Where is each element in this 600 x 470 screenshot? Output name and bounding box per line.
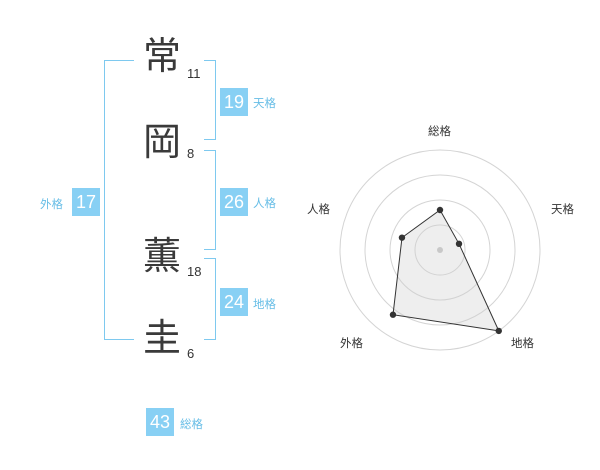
soukaku-value: 43 (146, 408, 174, 436)
radar-center-dot (437, 247, 443, 253)
name-char-1: 常 (142, 34, 181, 78)
name-char-3: 薫 (142, 234, 181, 278)
tenkaku-value: 19 (220, 88, 248, 116)
radar-axis-label-soukaku: 総格 (428, 124, 451, 138)
soukaku-label: 総格 (180, 417, 203, 431)
name-char-4: 圭 (142, 316, 181, 360)
chikaku-value: 24 (220, 288, 248, 316)
radar-point-4 (398, 234, 406, 241)
radar-point-3 (389, 311, 397, 318)
jinkaku-value: 26 (220, 188, 248, 216)
radar-ring (364, 174, 516, 326)
stroke-count-1: 11 (187, 66, 201, 81)
jinkaku-bracket (204, 150, 216, 250)
chikaku-bracket (204, 258, 216, 340)
radar-axis-label-chikaku: 地格 (511, 336, 534, 350)
stroke-count-3: 18 (187, 264, 202, 279)
radar-series-polygon (392, 209, 500, 332)
radar-point-0 (436, 206, 444, 214)
gaikaku-label: 外格 (40, 197, 63, 211)
gaikaku-value: 17 (72, 188, 100, 216)
radar-point-2 (495, 327, 502, 335)
radar-point-1 (455, 240, 463, 248)
stroke-count-4: 6 (187, 346, 195, 361)
radar-axis-label-tenkaku: 天格 (551, 202, 574, 216)
name-char-2: 岡 (142, 120, 181, 164)
tenkaku-label: 天格 (253, 96, 276, 110)
radar-ring (389, 199, 491, 301)
radar-axis-label-gaikaku: 外格 (340, 336, 363, 350)
radar-ring (339, 149, 541, 351)
radar-axis-label-jinkaku: 人格 (307, 202, 330, 216)
chikaku-label: 地格 (253, 297, 276, 311)
jinkaku-label: 人格 (253, 196, 276, 210)
gaikaku-bracket (104, 60, 134, 340)
radar-ring (414, 224, 466, 276)
stroke-count-2: 8 (187, 146, 195, 161)
tenkaku-bracket (204, 60, 216, 140)
